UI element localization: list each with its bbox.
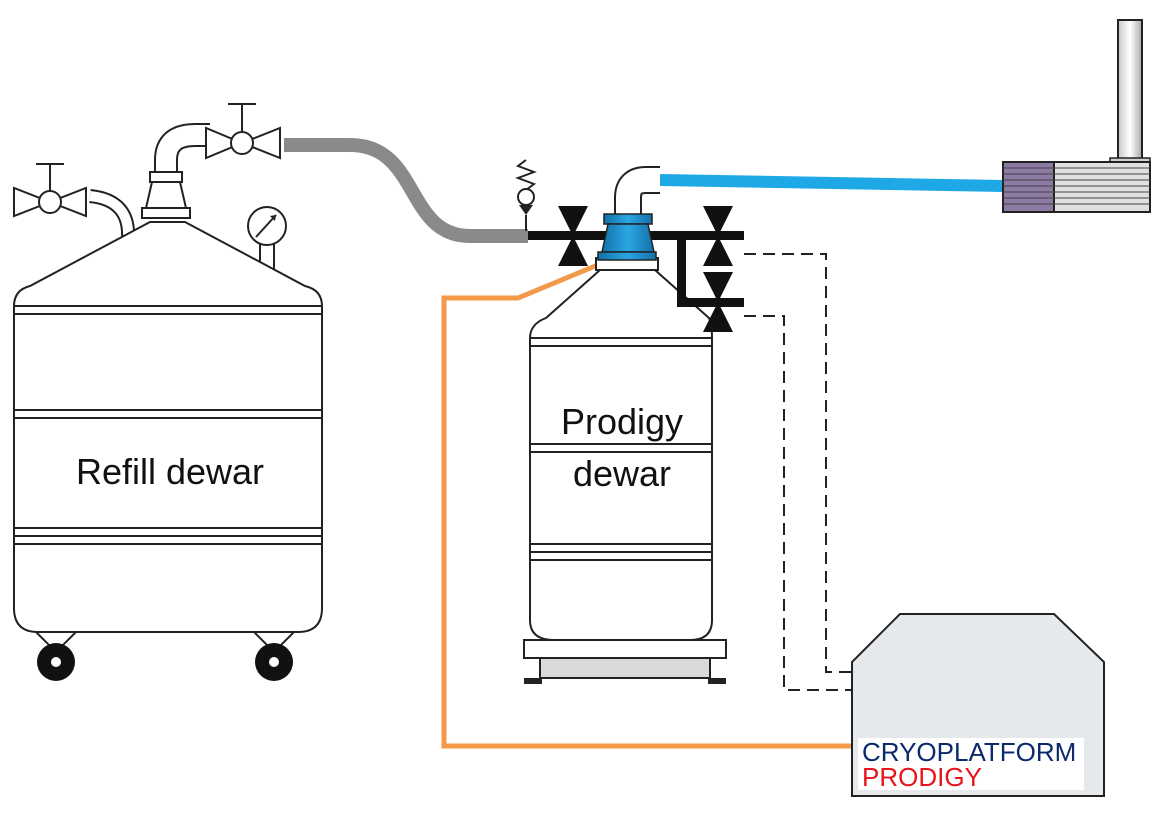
signal-cable-line (441, 261, 852, 749)
top-valve-icon (205, 103, 281, 160)
refill-wheel-left (35, 631, 77, 681)
prodigy-dewar: Prodigy dewar (523, 257, 727, 684)
coldhead-hose (659, 174, 1004, 192)
cryoplatform-controller: CRYOPLATFORM PRODIGY (851, 613, 1105, 797)
refill-hose-path (284, 138, 528, 243)
controller-label-panel (858, 738, 1084, 790)
prodigy-dewar-label-line1: Prodigy (561, 401, 683, 442)
refill-dewar-body (13, 221, 323, 633)
relief-valve-icon (515, 159, 537, 231)
dashed-sensor-lines (744, 253, 852, 691)
dashed-line-lower-valve (744, 315, 852, 691)
refill-dewar-label: Refill dewar (76, 451, 264, 492)
refill-transfer-hose (284, 138, 528, 243)
refill-dewar: Refill dewar (13, 103, 323, 681)
prodigy-dewar-label-line2: dewar (573, 453, 671, 494)
solenoid-valve-right-top-icon (703, 206, 733, 266)
side-valve-icon (13, 163, 136, 239)
coldhead-unit (1002, 19, 1151, 213)
solenoid-valve-right-bottom-icon (703, 272, 733, 332)
coldhead-hose-path (659, 174, 1004, 192)
solenoid-valve-left-icon (558, 206, 588, 266)
refill-neck (141, 123, 210, 219)
signal-cable (441, 261, 852, 749)
coldhead-column (1117, 19, 1143, 163)
controller-label-line2: PRODIGY (862, 762, 982, 792)
dashed-line-upper-valve (744, 253, 852, 673)
coldhead-coupling (597, 166, 660, 261)
controller-label-line1: CRYOPLATFORM (862, 737, 1076, 767)
refill-wheel-right (253, 631, 295, 681)
scale-platform (523, 639, 727, 684)
